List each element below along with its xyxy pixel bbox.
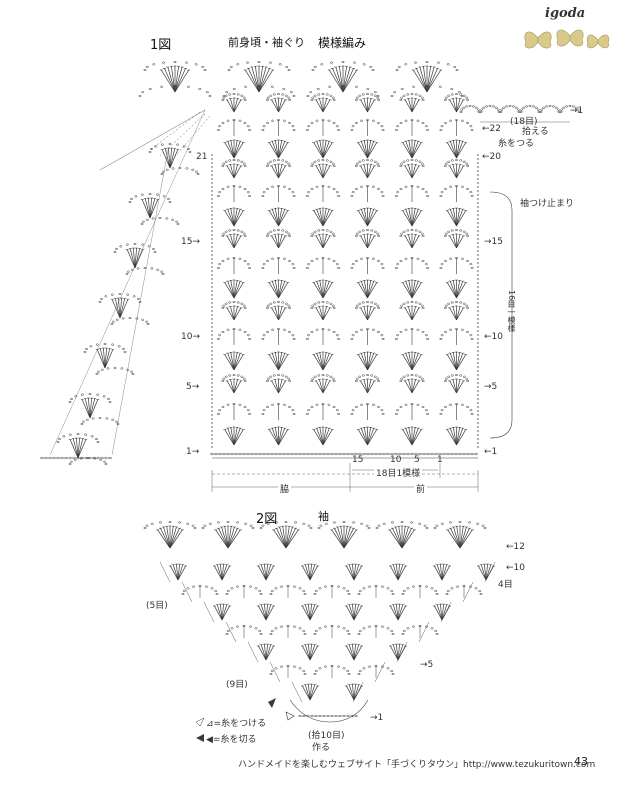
- figure2-subject: 袖: [318, 510, 329, 523]
- figure1-number: 1図: [150, 38, 172, 53]
- f2-10dan: (拾10目): [308, 731, 345, 741]
- f2-row-12: ←12: [506, 542, 525, 552]
- figure1-subject: 前身頃・袖ぐり: [228, 36, 305, 49]
- sleeve-stop-note: 袖つけ止まり: [520, 199, 575, 209]
- repeat-num-15: 15: [352, 455, 364, 465]
- repeat-num-1: 1: [437, 455, 443, 465]
- f2-4dan: 4目: [498, 580, 513, 590]
- row-label-left-5: 5→: [186, 382, 200, 392]
- legend-attach: ⊿=糸をつける: [206, 719, 267, 729]
- row-marker-1-top: →1: [570, 106, 584, 116]
- bottom-right-label: 前: [414, 482, 428, 495]
- f2-row-1: →1: [370, 713, 384, 723]
- row-label-left-1: 1→: [186, 447, 200, 457]
- side-note: 16目一模様: [507, 290, 516, 333]
- f2-row-5: →5: [420, 660, 434, 670]
- page-number: 43: [574, 755, 588, 768]
- note-18: (18目): [510, 117, 538, 127]
- row-label-left-10: 10→: [181, 332, 200, 342]
- note-hiroru: 拾える: [522, 127, 549, 137]
- repeat-label: 18目1模様: [374, 466, 423, 479]
- note-ito: 糸をつる: [498, 139, 535, 149]
- row-label-right-1: ←1: [484, 447, 498, 457]
- f2-5dan: (5目): [146, 601, 168, 611]
- f2-row-10: ←10: [506, 563, 525, 573]
- row-label-right-10: ←10: [484, 332, 503, 342]
- figure1-pattern: 模様編み: [318, 36, 367, 50]
- row-label-left-15: 15→: [181, 237, 200, 247]
- row-label-right-5: →5: [484, 382, 498, 392]
- f2-9dan: (9目): [226, 680, 248, 690]
- figure2-number: 2図: [256, 512, 278, 527]
- footer-text: ハンドメイドを楽しむウェブサイト「手づくりタウン」http://www.tezu…: [238, 760, 596, 770]
- f2-tsukuru: 作る: [312, 743, 331, 753]
- brand-logo: igoda: [545, 6, 586, 21]
- row-marker-20: ←20: [482, 152, 501, 162]
- repeat-num-10: 10: [390, 455, 402, 465]
- row-marker-21: 21: [196, 152, 208, 162]
- repeat-num-5: 5: [414, 455, 420, 465]
- row-label-right-15: →15: [484, 237, 503, 247]
- legend-cut: ◀=糸を切る: [206, 735, 257, 745]
- bottom-left-label: 脇: [278, 482, 292, 495]
- row-marker-22: ←22: [482, 124, 501, 134]
